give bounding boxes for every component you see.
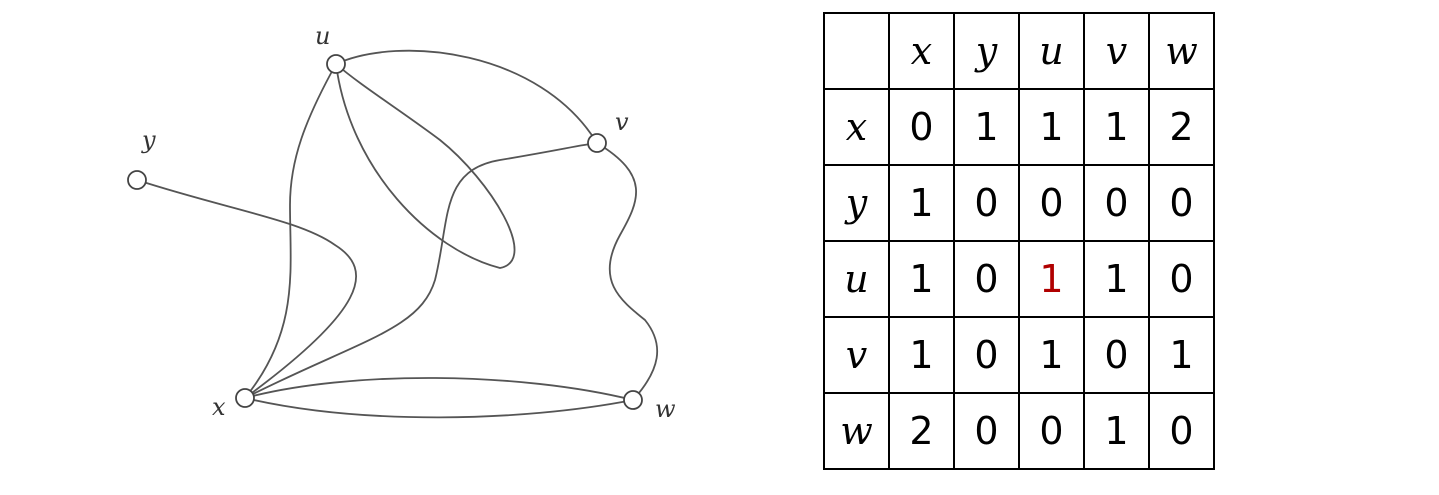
vertex-x — [235, 388, 255, 408]
matrix-cell-y-x: 1 — [888, 164, 955, 242]
edge-u-x — [244, 63, 337, 399]
matrix-cell-x-v: 1 — [1083, 88, 1150, 166]
matrix-cell-w-u: 0 — [1018, 392, 1085, 470]
matrix-cell-y-y: 0 — [953, 164, 1020, 242]
matrix-cell-u-y: 0 — [953, 240, 1020, 318]
vertex-label-x: x — [212, 393, 226, 421]
matrix-cell-x-u: 1 — [1018, 88, 1085, 166]
matrix-cell-u-w: 0 — [1148, 240, 1215, 318]
matrix-cell-w-v: 1 — [1083, 392, 1150, 470]
vertex-w — [623, 390, 643, 410]
vertex-label-y: y — [141, 126, 156, 154]
graph-diagram: u v y x w — [127, 22, 676, 423]
edge-u-loop — [335, 63, 516, 269]
matrix-cell-w-w: 0 — [1148, 392, 1215, 470]
matrix-cell-y-w: 0 — [1148, 164, 1215, 242]
edge-x-w-lower — [244, 397, 634, 419]
row-header-x: x — [823, 88, 890, 166]
column-header-w: w — [1148, 12, 1215, 90]
matrix-cell-u-v: 1 — [1083, 240, 1150, 318]
row-header-y: y — [823, 164, 890, 242]
matrix-cell-u-u: 1 — [1018, 240, 1085, 318]
matrix-cell-w-x: 2 — [888, 392, 955, 470]
edge-v-w — [596, 142, 659, 401]
matrix-cell-x-w: 2 — [1148, 88, 1215, 166]
row-header-u: u — [823, 240, 890, 318]
matrix-cell-x-y: 1 — [953, 88, 1020, 166]
edge-x-w-upper — [244, 377, 634, 401]
column-header-y: y — [953, 12, 1020, 90]
matrix-cell-x-x: 0 — [888, 88, 955, 166]
column-header-x: x — [888, 12, 955, 90]
matrix-cell-w-y: 0 — [953, 392, 1020, 470]
matrix-corner-cell — [823, 12, 890, 90]
vertex-v — [587, 133, 607, 153]
matrix-cell-v-u: 1 — [1018, 316, 1085, 394]
vertex-y — [127, 170, 147, 190]
matrix-cell-u-x: 1 — [888, 240, 955, 318]
edge-x-v — [244, 142, 598, 399]
matrix-cell-y-v: 0 — [1083, 164, 1150, 242]
column-header-v: v — [1083, 12, 1150, 90]
row-header-w: w — [823, 392, 890, 470]
vertex-u — [326, 54, 346, 74]
row-header-v: v — [823, 316, 890, 394]
edge-y-x — [136, 179, 357, 399]
vertex-label-w: w — [655, 395, 676, 423]
matrix-cell-y-u: 0 — [1018, 164, 1085, 242]
edge-u-v — [335, 49, 598, 144]
matrix-cell-v-v: 0 — [1083, 316, 1150, 394]
matrix-cell-v-y: 0 — [953, 316, 1020, 394]
matrix-cell-v-x: 1 — [888, 316, 955, 394]
vertex-label-u: u — [315, 22, 330, 50]
matrix-cell-v-w: 1 — [1148, 316, 1215, 394]
column-header-u: u — [1018, 12, 1085, 90]
vertex-label-v: v — [615, 108, 629, 136]
